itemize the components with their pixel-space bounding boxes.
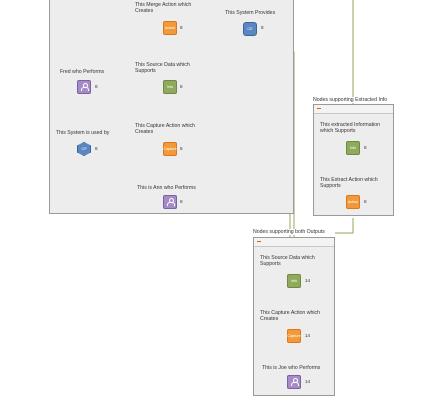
extracted-info-text: Info (349, 146, 357, 150)
both-capture-action-node[interactable]: Capture (287, 329, 301, 343)
ann-person-count: 8 (180, 199, 183, 204)
extracted-to-both-link (335, 218, 354, 234)
source-info-count: 8 (180, 84, 183, 89)
joe-person-node[interactable] (287, 375, 301, 389)
extracted-supports-label: This extracted Information which Support… (320, 122, 380, 135)
capture-creates-label: This Capture Action which Creates (135, 123, 195, 136)
cp-system-text: CP (81, 147, 87, 151)
both-panel (253, 237, 335, 396)
ce-system-node[interactable]: CE (243, 22, 257, 36)
both-source-supports-label: This Source Data which Supports (260, 255, 315, 268)
ann-label: This is Ann who Performs (137, 185, 196, 191)
extracted-panel-caption: Nodes supporting Extracted Info (313, 97, 388, 103)
fred-label: Fred who Performs (60, 69, 105, 75)
fred-person-count: 8 (95, 84, 98, 89)
ce-system-text: CE (247, 27, 253, 31)
system-provides-label: This System Provides (225, 10, 276, 16)
both-source-info-text: Info (290, 279, 298, 283)
merge-action-label: This Merge Action which Creates (135, 2, 192, 15)
collapse-icon[interactable] (257, 241, 261, 242)
both-panel-caption: Nodes supporting both Outputs (253, 229, 325, 235)
extract-action-text: Action (347, 200, 359, 204)
both-source-info-count: 14 (305, 278, 311, 283)
fred-person-node[interactable] (77, 80, 91, 94)
extracted-info-count: 8 (364, 145, 367, 150)
merge-action-text: Action (164, 26, 176, 30)
both-capture-creates-label: This Capture Action which Creates (260, 310, 320, 323)
capture-action-node[interactable]: Capture (163, 142, 177, 156)
merge-action-node[interactable]: Action (163, 21, 177, 35)
person-icon (81, 83, 89, 91)
joe-person-count: 14 (305, 379, 311, 384)
source-supports-label: This Source Data which Supports (135, 62, 190, 75)
ce-system-count: 8 (261, 25, 264, 30)
both-source-info-node[interactable]: Info (287, 274, 301, 288)
capture-action-count: 8 (180, 146, 183, 151)
extract-action-node[interactable]: Action (346, 195, 360, 209)
cp-system-count: 8 (95, 146, 98, 151)
capture-action-text: Capture (163, 147, 177, 151)
extracted-panel-header (314, 105, 393, 114)
system-used-by-label: This System is used by (56, 130, 110, 136)
extracted-info-node[interactable]: Info (346, 141, 360, 155)
source-info-node[interactable]: Info (163, 80, 177, 94)
source-info-text: Info (166, 85, 174, 89)
both-panel-header (254, 238, 334, 247)
both-capture-action-text: Capture (287, 334, 301, 338)
extract-action-count: 8 (364, 199, 367, 204)
collapse-icon[interactable] (317, 108, 321, 109)
cp-system-node[interactable]: CP (77, 142, 91, 156)
extract-supports-label: This Extract Action which Supports (320, 177, 378, 190)
person-icon (291, 378, 299, 386)
joe-label: This is Joe who Performs (262, 365, 321, 371)
merge-action-count: 8 (180, 25, 183, 30)
person-icon (167, 198, 175, 206)
ann-person-node[interactable] (163, 195, 177, 209)
both-capture-action-count: 14 (305, 333, 311, 338)
